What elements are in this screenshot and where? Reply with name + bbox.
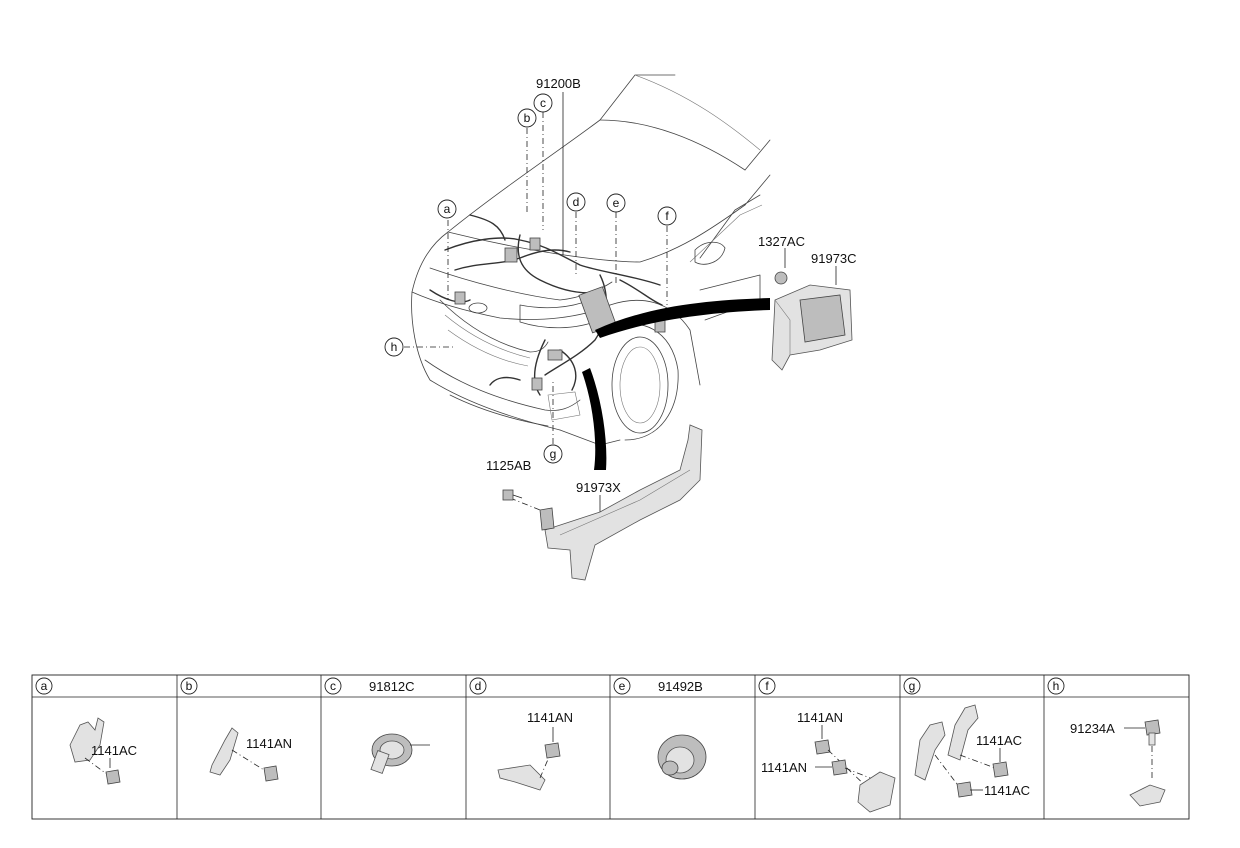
detail-g-label-0: 1141AC [976, 733, 1022, 748]
table-header-g: g [903, 677, 921, 695]
detail-f-label-0: 1141AN [797, 710, 843, 725]
callout-e-text: e [613, 196, 620, 210]
label-bracket-c: 91973C [811, 251, 857, 266]
callout-h: h [384, 337, 404, 357]
callout-d: d [566, 192, 586, 212]
table-header-e: e 91492B [613, 677, 703, 695]
callout-f: f [657, 206, 677, 226]
bracket-91973x [502, 424, 703, 581]
detail-g-illustration [914, 704, 1009, 798]
table-header-d-letter: d [475, 679, 482, 693]
table-header-f: f [758, 677, 776, 695]
callout-a: a [437, 199, 457, 219]
table-header-b: b [180, 677, 198, 695]
callout-b: b [517, 108, 537, 128]
table-header-d: d [469, 677, 487, 695]
leader-lines [404, 92, 837, 515]
callout-c: c [533, 93, 553, 113]
callout-g-text: g [550, 447, 557, 461]
callout-g: g [543, 444, 563, 464]
callout-f-text: f [665, 209, 669, 223]
table-header-c: c 91812C [324, 677, 415, 695]
detail-f-label-1: 1141AN [761, 760, 807, 775]
label-harness: 91200B [536, 76, 581, 91]
detail-c-grommet [370, 733, 430, 774]
label-nut: 1327AC [758, 234, 805, 249]
table-header-h: h [1047, 677, 1065, 695]
callout-h-text: h [391, 340, 398, 354]
callout-e: e [606, 193, 626, 213]
detail-h-illustration [1124, 719, 1166, 807]
connector-wedges [582, 298, 770, 470]
table-header-a-letter: a [41, 679, 48, 693]
detail-b-label-0: 1141AN [246, 736, 292, 751]
table-header-g-letter: g [909, 679, 916, 693]
table-header-f-letter: f [765, 679, 769, 693]
table-header-a: a [35, 677, 53, 695]
detail-a-label-0: 1141AC [91, 743, 137, 758]
detail-f-illustration [814, 725, 896, 813]
callout-c-text: c [540, 96, 546, 110]
table-header-c-part: 91812C [369, 679, 415, 694]
label-bracket-x: 91973X [576, 480, 621, 495]
table-header-e-part: 91492B [658, 679, 703, 694]
detail-b-illustration [209, 727, 279, 782]
bracket-91973c [771, 271, 853, 371]
detail-h-label-0: 91234A [1070, 721, 1115, 736]
detail-g-label-1: 1141AC [984, 783, 1030, 798]
detail-a-illustration [69, 717, 121, 785]
callout-a-text: a [444, 202, 451, 216]
table-header-e-letter: e [619, 679, 626, 693]
wiring-harness [429, 214, 666, 396]
detail-d-label-0: 1141AN [527, 710, 573, 725]
callout-b-text: b [524, 111, 531, 125]
table-header-c-letter: c [330, 679, 336, 693]
label-bolt: 1125AB [486, 458, 531, 473]
table-header-b-letter: b [186, 679, 193, 693]
callout-d-text: d [573, 195, 580, 209]
detail-e-grommet [657, 734, 707, 780]
table-header-h-letter: h [1053, 679, 1060, 693]
detail-d-illustration [497, 727, 561, 791]
